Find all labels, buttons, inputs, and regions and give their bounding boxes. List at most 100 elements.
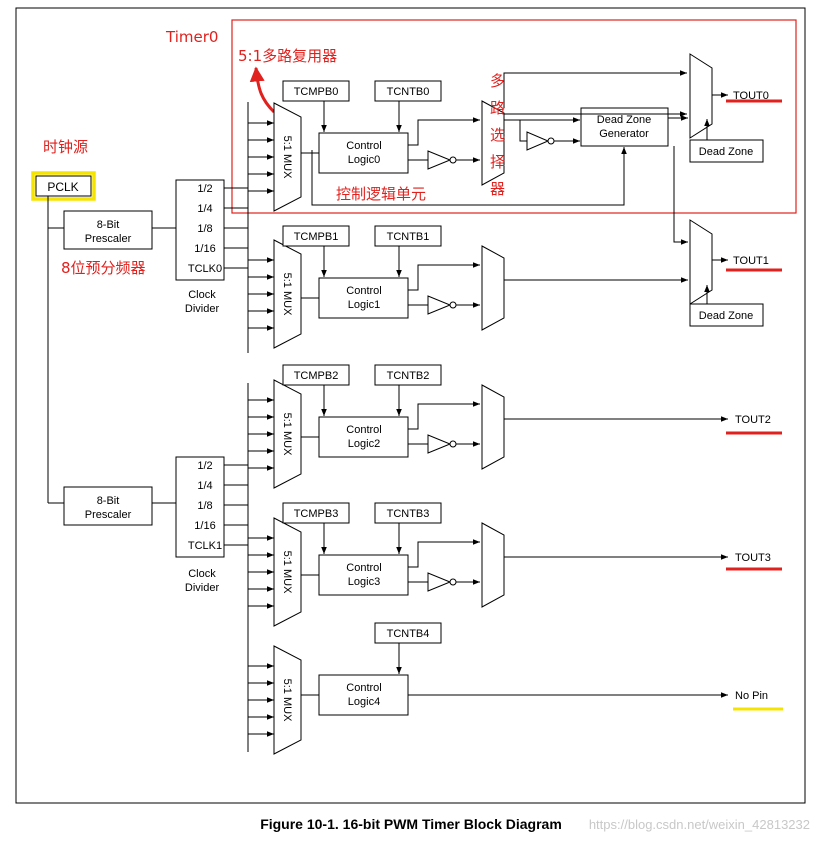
tcmpb-2-label: TCMPB2	[294, 370, 339, 382]
watermark: https://blog.csdn.net/weixin_42813232	[589, 817, 810, 832]
tcntb-2-label: TCNTB2	[387, 370, 430, 382]
multiplexer-annotation-char-4: 器	[490, 180, 505, 198]
divider-bottom-row-1: 1/4	[197, 480, 212, 492]
divider-bottom-row-0: 1/2	[197, 460, 212, 472]
mux-2-label: 5:1 MUX	[281, 413, 293, 456]
dead-zone-0	[689, 139, 764, 163]
pclk-wire	[47, 196, 64, 504]
mux0-top-branch	[503, 70, 687, 108]
mux-4	[273, 645, 302, 755]
tcmpb-1-label: TCMPB1	[294, 231, 339, 243]
control-logic-2	[318, 416, 409, 458]
diagram-frame	[15, 7, 806, 804]
mux-annotation-arrow	[249, 66, 276, 114]
output-mux-3	[481, 522, 505, 608]
logic0-to-dzgen	[311, 147, 627, 206]
tcmpb-3-label: TCMPB3	[294, 508, 339, 520]
mux-4-label: 5:1 MUX	[281, 679, 293, 722]
tout0-label: TOUT0	[733, 90, 769, 102]
inverter-2	[427, 434, 452, 454]
tout1-mux	[689, 219, 713, 305]
tcntb-3	[374, 502, 442, 524]
output-mux-1	[481, 245, 505, 331]
channel-1-direct	[408, 262, 480, 291]
multiplexer-annotation-char-2: 选	[490, 126, 505, 144]
clock-source-annotation: 时钟源	[43, 138, 88, 156]
tcntb-1-label: TCNTB1	[387, 231, 430, 243]
mux0-to-inverter	[504, 119, 527, 142]
mux-0-label: 5:1 MUX	[281, 136, 293, 179]
tout3-label: TOUT3	[735, 552, 771, 564]
divider-bottom-row-4: TCLK1	[188, 540, 222, 552]
mux-annotation: 5:1多路复用器	[238, 47, 337, 65]
mux-3-label: 5:1 MUX	[281, 551, 293, 594]
divider-top-row-2: 1/8	[197, 223, 212, 235]
divider-top-row-3: 1/16	[194, 243, 215, 255]
mux-1	[273, 239, 302, 349]
tcntb-3-label: TCNTB3	[387, 508, 430, 520]
tcntb-1	[374, 225, 442, 247]
tcmpb-0-label: TCMPB0	[294, 86, 339, 98]
tout1-label: TOUT1	[733, 255, 769, 267]
inverter-1-bubble	[449, 301, 457, 309]
tcntb-0-label: TCNTB0	[387, 86, 430, 98]
tout2-label: TOUT2	[735, 414, 771, 426]
dead-zone-inverter-bubble	[547, 137, 555, 145]
divider-top-row-0: 1/2	[197, 183, 212, 195]
prescaler-bottom	[63, 486, 153, 526]
pclk-label: PCLK	[47, 180, 78, 194]
tcmpb-0	[282, 80, 350, 102]
output-mux-2	[481, 384, 505, 470]
tout0-mux	[689, 53, 713, 139]
channel-0-direct	[408, 117, 480, 146]
pclk-box	[35, 175, 92, 197]
inverter-2-bubble	[449, 440, 457, 448]
clock-divider-top	[175, 179, 225, 281]
inverter-0	[427, 150, 452, 170]
divider-top-row-4: TCLK0	[188, 263, 222, 275]
output-highlights	[726, 99, 783, 711]
control-logic-4	[318, 674, 409, 716]
divider-bottom-row-3: 1/16	[194, 520, 215, 532]
multiplexer-annotation-char-1: 路	[490, 99, 505, 117]
channel-2-direct	[408, 401, 480, 430]
prescaler-annotation: 8位预分频器	[61, 259, 146, 277]
inverter-1	[427, 295, 452, 315]
dead-zone-1	[689, 303, 764, 327]
figure-caption: Figure 10-1. 16-bit PWM Timer Block Diag…	[260, 816, 562, 832]
inverter-0-bubble	[449, 156, 457, 164]
no-pin-label: No Pin	[735, 690, 768, 702]
multiplexer-annotation-char-0: 多	[490, 72, 505, 90]
tcntb-0	[374, 80, 442, 102]
inverter-3	[427, 572, 452, 592]
inverter-3-bubble	[449, 578, 457, 586]
mux-0	[273, 102, 302, 212]
mux-2	[273, 379, 302, 489]
dzgen-to-tout1-mux	[673, 146, 688, 245]
dead-zone-inverter	[526, 131, 550, 151]
dead-zone-0-label: Dead Zone	[699, 146, 753, 158]
divider-bottom-row-2: 1/8	[197, 500, 212, 512]
tcmpb-2	[282, 364, 350, 386]
timer0-highlight-box	[231, 19, 797, 214]
prescaler-top	[63, 210, 153, 250]
dead-zone-1-label: Dead Zone	[699, 310, 753, 322]
tcntb-4	[374, 622, 442, 644]
